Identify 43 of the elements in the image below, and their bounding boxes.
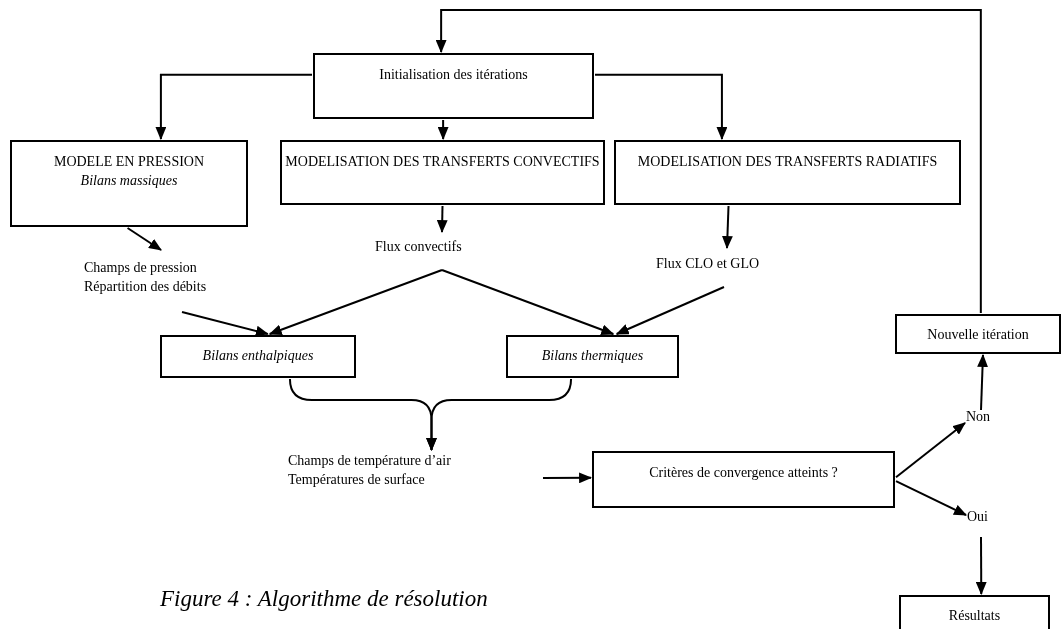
arrow — [722, 205, 733, 250]
arrow — [594, 73, 728, 141]
box-title: MODELISATION DES TRANSFERTS RADIATIFS — [636, 153, 939, 171]
box-title: Bilans thermiques — [540, 347, 645, 365]
arrow — [977, 353, 988, 411]
arrow — [436, 205, 448, 234]
arrow — [155, 73, 313, 141]
arrow — [426, 378, 573, 452]
arrow — [435, 9, 982, 314]
arrow — [441, 269, 615, 335]
process-box — [313, 53, 594, 119]
arrow — [895, 422, 966, 479]
box-title: Nouvelle itération — [926, 326, 1030, 344]
figure-caption: Figure 4 : Algorithme de résolution — [160, 586, 488, 612]
box-title: MODELISATION DES TRANSFERTS CONVECTIFS — [284, 153, 601, 171]
arrow — [181, 311, 269, 337]
process-box — [10, 140, 248, 227]
box-title: Initialisation des itérations — [378, 66, 529, 84]
output-label: Non — [966, 407, 996, 427]
output-label: Oui — [967, 507, 995, 527]
output-label: Flux convectifs — [375, 237, 485, 257]
process-box — [160, 335, 356, 378]
process-box — [506, 335, 679, 378]
arrow — [268, 269, 443, 335]
box-title: Résultats — [947, 607, 1002, 625]
output-label: Flux CLO et GLO — [656, 254, 781, 274]
process-box — [899, 595, 1050, 629]
process-box — [614, 140, 961, 205]
box-title: Bilans enthalpiques — [201, 347, 315, 365]
box-title: MODELE EN PRESSION — [52, 153, 206, 171]
arrow — [895, 480, 967, 516]
box-subtitle: Bilans massiques — [79, 172, 179, 190]
arrow — [615, 286, 725, 335]
arrow — [126, 227, 162, 251]
output-label: Champs de pression Répartition des débits — [84, 258, 240, 298]
output-label: Champs de température d’air Températures de surface — [288, 451, 493, 491]
arrow — [542, 472, 593, 484]
process-box — [592, 451, 895, 508]
box-title: Critères de convergence atteints ? — [648, 464, 839, 482]
arrow — [975, 536, 987, 596]
process-box — [280, 140, 605, 205]
arrow — [437, 119, 449, 141]
process-box — [895, 314, 1061, 354]
